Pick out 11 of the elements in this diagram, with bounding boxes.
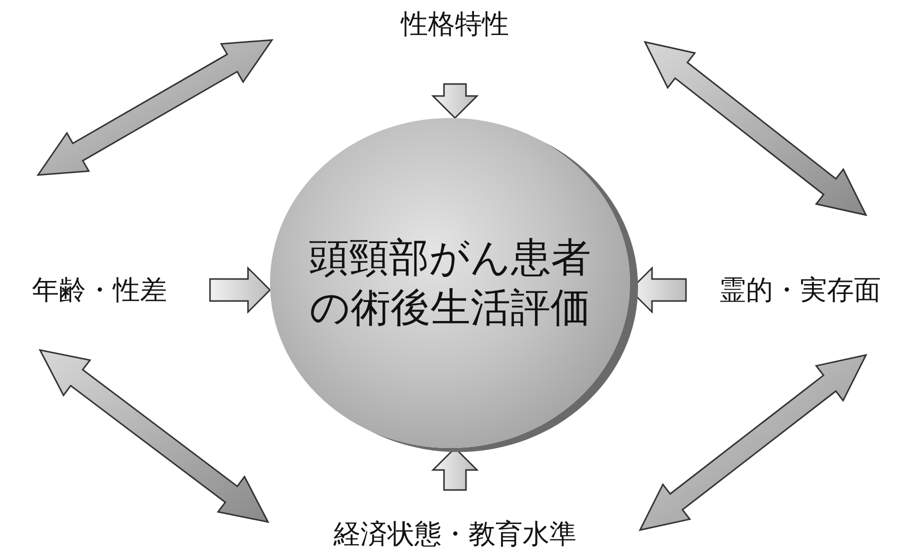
- factor-label: 性格特性: [360, 2, 550, 46]
- block-arrow: [209, 266, 272, 314]
- factor-label: 霊的・実存面: [700, 268, 900, 312]
- circle-title: 頭頸部がん患者の術後生活評価: [308, 234, 592, 333]
- block-arrow: [431, 83, 479, 120]
- double-arrow: [36, 39, 274, 176]
- double-arrow: [38, 348, 270, 524]
- factor-label: 年齢・性差: [2, 268, 197, 312]
- factor-label: 経済状態・教育水準: [320, 512, 590, 556]
- double-arrow: [638, 354, 868, 532]
- double-arrow: [644, 40, 868, 216]
